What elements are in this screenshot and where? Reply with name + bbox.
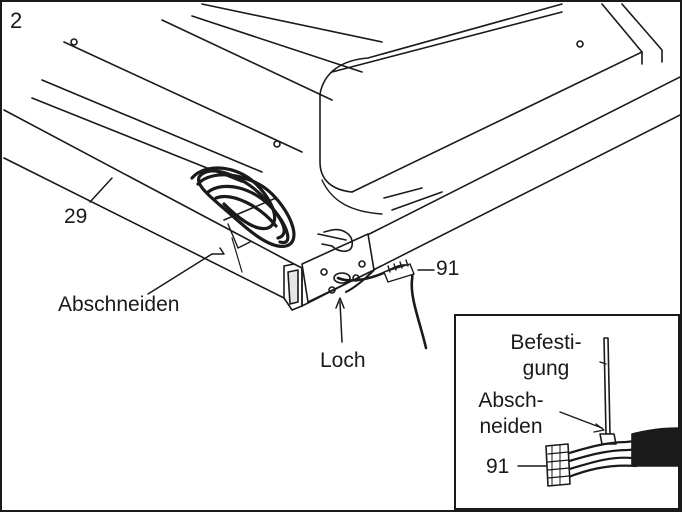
step-number: 2 xyxy=(10,8,23,33)
leader-lines xyxy=(89,177,435,343)
fastener-label-line1: Befesti- xyxy=(510,331,582,354)
part-29-label: 29 xyxy=(64,205,88,228)
inset-cut-label-line2: neiden xyxy=(479,415,543,438)
inset-part-91-label: 91 xyxy=(486,455,510,478)
part-91-label: 91 xyxy=(436,257,460,280)
fastener-label-line2: gung xyxy=(522,357,570,380)
inset-cut-label-line1: Absch- xyxy=(478,389,544,412)
wire-bundle xyxy=(190,166,296,248)
frame-rail-29 xyxy=(3,76,680,311)
connector-91 xyxy=(383,259,415,283)
detail-inset: Befesti- gung Absch- neiden 91 xyxy=(454,314,680,510)
hole-label: Loch xyxy=(320,349,366,372)
detail-illustration xyxy=(517,337,680,487)
cable-tie xyxy=(223,197,277,221)
cut-label: Abschneiden xyxy=(58,293,180,316)
treadmill-body xyxy=(31,3,663,215)
